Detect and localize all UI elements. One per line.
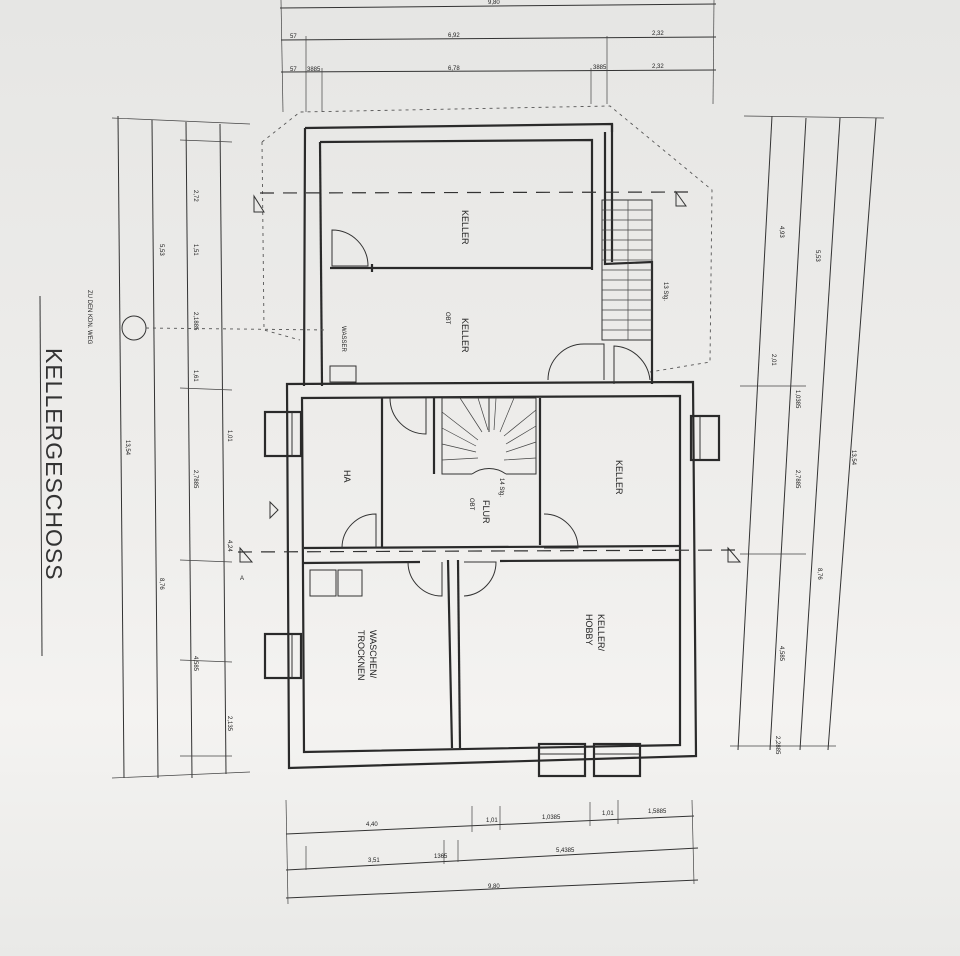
dim-top-r1-1: 6,92 — [448, 33, 460, 39]
dim-left-seg-3: 1,61 — [192, 370, 198, 382]
wasser-label: WASSER — [340, 326, 346, 352]
dim-right-mid: 4,93 — [778, 226, 784, 238]
dim-bottom-r2-1: 1365 — [434, 854, 448, 860]
ks-note: ZU DEN KDN. WEG — [86, 290, 92, 345]
room-flur-area: OBT — [468, 498, 474, 511]
interior-walls — [303, 264, 681, 749]
dim-right-seg-2: 2,7885 — [794, 470, 800, 489]
dim-right-outer: 13,54 — [850, 450, 856, 466]
bottom-dimensions: 4,40 1,01 1,0385 1,01 1,5885 3,51 1365 5… — [285, 799, 699, 905]
room-ha: HA — [342, 470, 352, 483]
dim-right-seg-3: 1,0385 — [794, 390, 800, 409]
windows — [263, 365, 721, 778]
room-keller-mid: KELLER — [460, 318, 470, 353]
stairs-spiral — [441, 397, 537, 475]
level-marker: ZU DEN KDN. WEG — [86, 290, 329, 345]
dim-bottom-r1-2: 1,0385 — [542, 815, 561, 821]
dim-bottom-total: 9,80 — [488, 884, 500, 890]
left-dimensions: 13,54 5,53 8,76 2,72 1,51 2,1885 1,61 2,… — [111, 115, 251, 779]
dim-right-seg-0: 2,01 — [770, 354, 776, 366]
dim-left-lower: 8,76 — [158, 578, 164, 590]
dim-left-seg-0: 2,72 — [192, 190, 198, 202]
dim-left-seg-5: 4,24 — [226, 540, 232, 552]
dim-bottom-r2-0: 3,51 — [368, 858, 380, 864]
dim-bottom-r1-0: 4,40 — [366, 822, 378, 828]
dim-left-seg-2: 2,1885 — [192, 312, 198, 331]
section-a-label: A — [240, 576, 244, 582]
stair-top-label: 13 Stg. — [662, 282, 668, 301]
dim-left-total: 5,53 — [158, 244, 164, 256]
dim-top-r1-0: 57 — [290, 34, 297, 40]
top-dimensions: 9,80 57 6,92 2,32 57 3885 6,78 3885 2,32 — [279, 0, 717, 113]
dim-top-r2-1: 3885 — [307, 67, 321, 73]
dim-top-r2-3: 3885 — [593, 65, 607, 71]
room-keller-right: KELLER — [614, 460, 624, 495]
room-keller-mid-area: OBT — [444, 312, 450, 325]
dim-left-seg-4: 2,7885 — [192, 470, 198, 489]
dim-right-lower: 8,76 — [816, 568, 822, 580]
right-dimensions: 13,54 5,53 4,93 8,76 2,01 4,585 2,7885 1… — [730, 115, 885, 755]
room-labels: KELLER KELLER OBT KELLER HA FLUR OBT WAS… — [340, 210, 668, 681]
dim-bottom-r1-3: 1,01 — [602, 811, 614, 817]
dim-top-r2-4: 2,32 — [652, 64, 664, 70]
dim-top-r2-0: 57 — [290, 67, 297, 73]
dim-right-seg-1: 4,585 — [778, 646, 784, 662]
dim-bottom-r1-1: 1,01 — [486, 818, 498, 824]
room-keller-top: KELLER — [460, 210, 470, 245]
roof-outline — [261, 105, 713, 373]
stairs-upper — [601, 199, 653, 341]
room-hobby-2: HOBBY — [584, 614, 594, 646]
room-flur: FLUR — [481, 500, 491, 524]
dim-left-seg-7: 4,585 — [192, 656, 198, 672]
dim-right-total: 5,53 — [814, 250, 820, 262]
outer-walls — [285, 122, 698, 770]
dim-top-r2-2: 6,78 — [448, 66, 460, 72]
dim-left-seg-6: 1,01 — [226, 430, 232, 442]
drawing-title: KELLERGESCHOSS — [41, 348, 67, 581]
dim-right-seg-4: 2,2885 — [774, 736, 780, 755]
dim-left-seg-8: 2,135 — [226, 716, 232, 732]
dim-bottom-r2-2: 5,4385 — [556, 848, 575, 854]
doors — [331, 229, 651, 597]
room-hobby-1: KELLER/ — [596, 614, 606, 652]
dim-left-outer: 13,54 — [124, 440, 130, 456]
room-waschen-2: TROCKNEN — [356, 630, 366, 681]
dim-top-total: 9,80 — [488, 0, 500, 6]
dim-left-seg-1: 1,51 — [192, 244, 198, 256]
dim-bottom-r1-4: 1,5885 — [648, 809, 667, 815]
room-waschen-1: WASCHEN/ — [368, 630, 378, 679]
section-lines: A — [237, 190, 742, 582]
drawing-title-group: KELLERGESCHOSS — [39, 295, 67, 657]
stair-mid-label: 14 Stg. — [498, 478, 504, 497]
dim-top-r1-2: 2,32 — [652, 31, 664, 37]
